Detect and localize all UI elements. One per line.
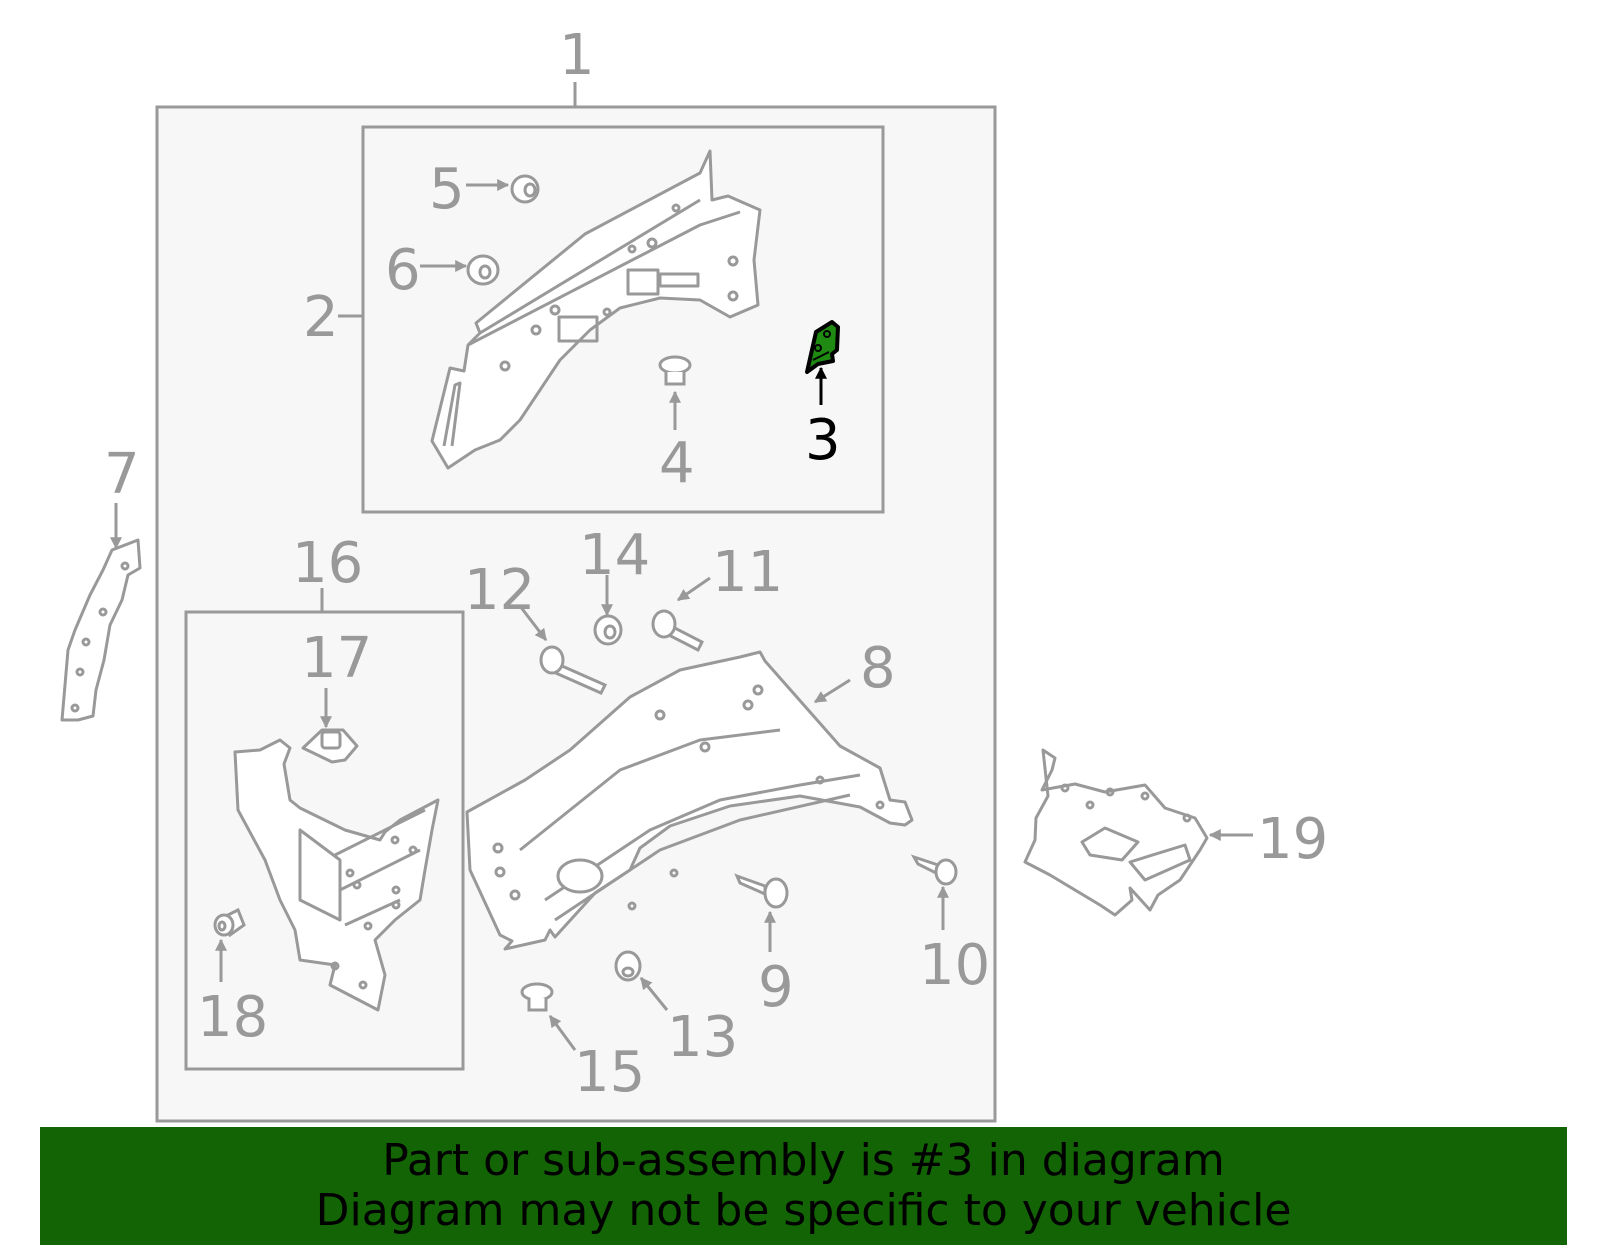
part-10-screw[interactable] [910,854,958,886]
callout-6: 6 [385,238,421,303]
banner-line-disclaimer: Diagram may not be specific to your vehi… [315,1185,1292,1236]
callout-10: 10 [919,933,991,998]
part-11-bolt[interactable] [651,609,705,653]
callout-arrow-15 [548,1015,577,1051]
callout-14: 14 [579,523,651,588]
callout-arrow-12 [518,605,548,641]
part-9-screw[interactable] [734,873,789,909]
callout-15: 15 [574,1040,646,1105]
part-14-nut[interactable] [593,614,623,646]
callout-arrow-8 [813,678,851,704]
part-17-weld-nut[interactable] [301,728,359,764]
part-12-bolt[interactable] [539,645,608,695]
callout-16: 16 [292,531,364,596]
callout-17: 17 [301,626,373,691]
callout-arrow-11 [677,576,711,602]
assembly-box-2 [338,125,885,514]
part-18-grommet[interactable] [213,907,246,938]
callout-11: 11 [712,540,784,605]
callout-2: 2 [303,285,339,350]
info-banner: Part or sub-assembly is #3 in diagram Di… [40,1127,1567,1245]
callout-18: 18 [197,985,269,1050]
callout-9: 9 [758,955,794,1020]
callout-4: 4 [659,431,695,496]
part-15-clip[interactable] [520,982,554,1012]
part-4-clip[interactable] [658,355,692,386]
banner-line-part-info: Part or sub-assembly is #3 in diagram [382,1135,1225,1186]
callout-7: 7 [104,442,140,507]
callout-arrow-13 [639,977,669,1011]
callout-3[interactable]: 3 [805,408,841,473]
part-19-bracket[interactable] [1023,748,1209,917]
callout-8: 8 [860,636,896,701]
part-16-panel[interactable] [233,738,440,1012]
callout-12: 12 [464,558,536,623]
part-2-wheelhouse-panel[interactable] [430,149,762,470]
callout-13: 13 [667,1005,739,1070]
callout-5: 5 [429,157,465,222]
callout-1: 1 [559,23,595,88]
part-8-wheelhouse-outer[interactable] [465,650,914,951]
part-5-nut[interactable] [510,174,540,204]
part-3-bracket-highlighted[interactable] [805,320,840,374]
part-6-grommet[interactable] [466,254,500,286]
part-13-grommet[interactable] [614,950,642,982]
part-7-brace[interactable] [60,538,142,722]
callout-19: 19 [1257,807,1329,872]
